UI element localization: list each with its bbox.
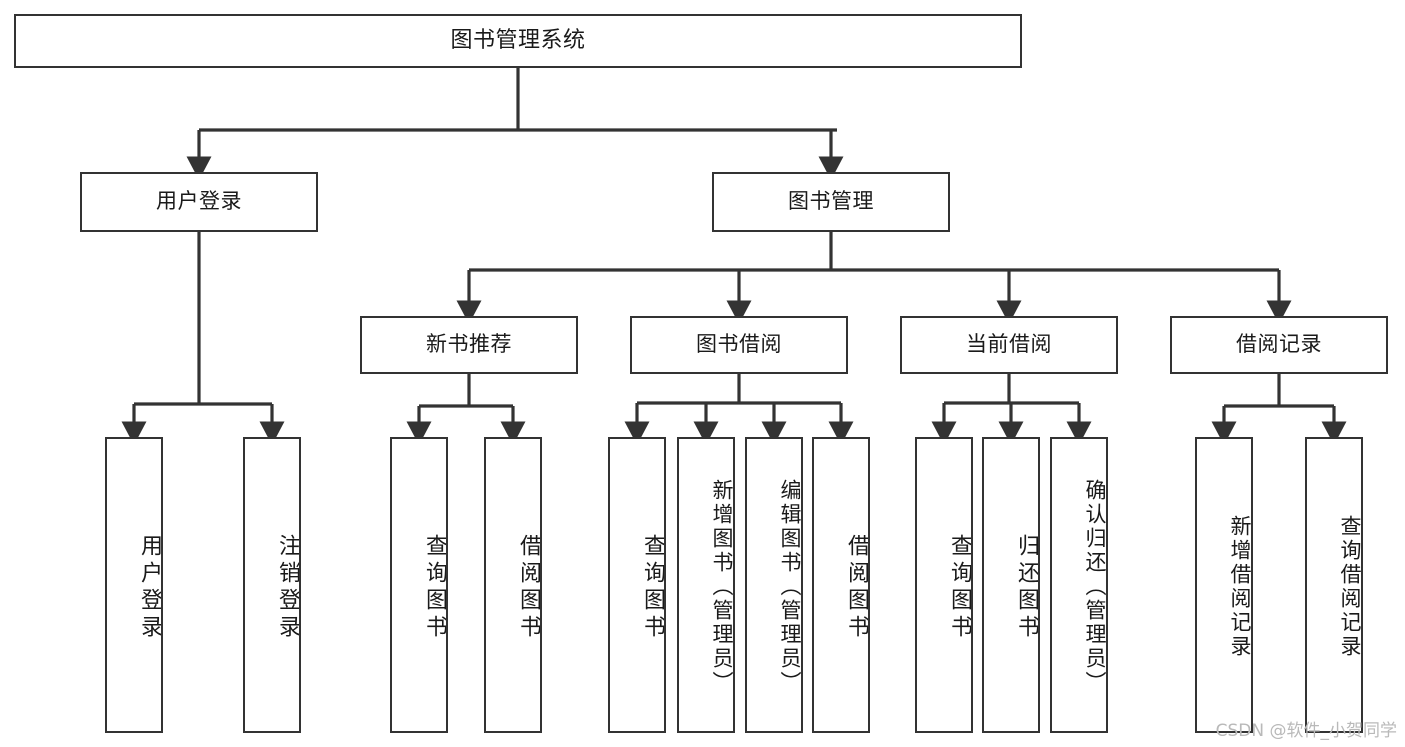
leaf-query-book-newbook[interactable]: 查询图书 bbox=[390, 437, 448, 733]
leaf-return-book[interactable]: 归还图书 bbox=[982, 437, 1040, 733]
leaf-confirm-return-admin[interactable]: 确认归还（管理员） bbox=[1050, 437, 1108, 733]
leaf-add-borrow-record[interactable]: 新增借阅记录 bbox=[1195, 437, 1253, 733]
leaf-add-book-admin[interactable]: 新增图书（管理员） bbox=[677, 437, 735, 733]
node-book-management[interactable]: 图书管理 bbox=[712, 172, 950, 232]
node-current-borrow[interactable]: 当前借阅 bbox=[900, 316, 1118, 374]
leaf-query-borrow-record[interactable]: 查询借阅记录 bbox=[1305, 437, 1363, 733]
node-user-login[interactable]: 用户登录 bbox=[80, 172, 318, 232]
node-book-borrow[interactable]: 图书借阅 bbox=[630, 316, 848, 374]
node-borrow-record[interactable]: 借阅记录 bbox=[1170, 316, 1388, 374]
leaf-user-login[interactable]: 用户登录 bbox=[105, 437, 163, 733]
leaf-user-logout[interactable]: 注销登录 bbox=[243, 437, 301, 733]
watermark: CSDN @软件_小贺同学 bbox=[1215, 721, 1397, 741]
leaf-query-book-current[interactable]: 查询图书 bbox=[915, 437, 973, 733]
node-new-book-recommend[interactable]: 新书推荐 bbox=[360, 316, 578, 374]
leaf-borrow-book-newbook[interactable]: 借阅图书 bbox=[484, 437, 542, 733]
node-root[interactable]: 图书管理系统 bbox=[14, 14, 1022, 68]
leaf-edit-book-admin[interactable]: 编辑图书（管理员） bbox=[745, 437, 803, 733]
leaf-query-book-borrow[interactable]: 查询图书 bbox=[608, 437, 666, 733]
leaf-borrow-book[interactable]: 借阅图书 bbox=[812, 437, 870, 733]
